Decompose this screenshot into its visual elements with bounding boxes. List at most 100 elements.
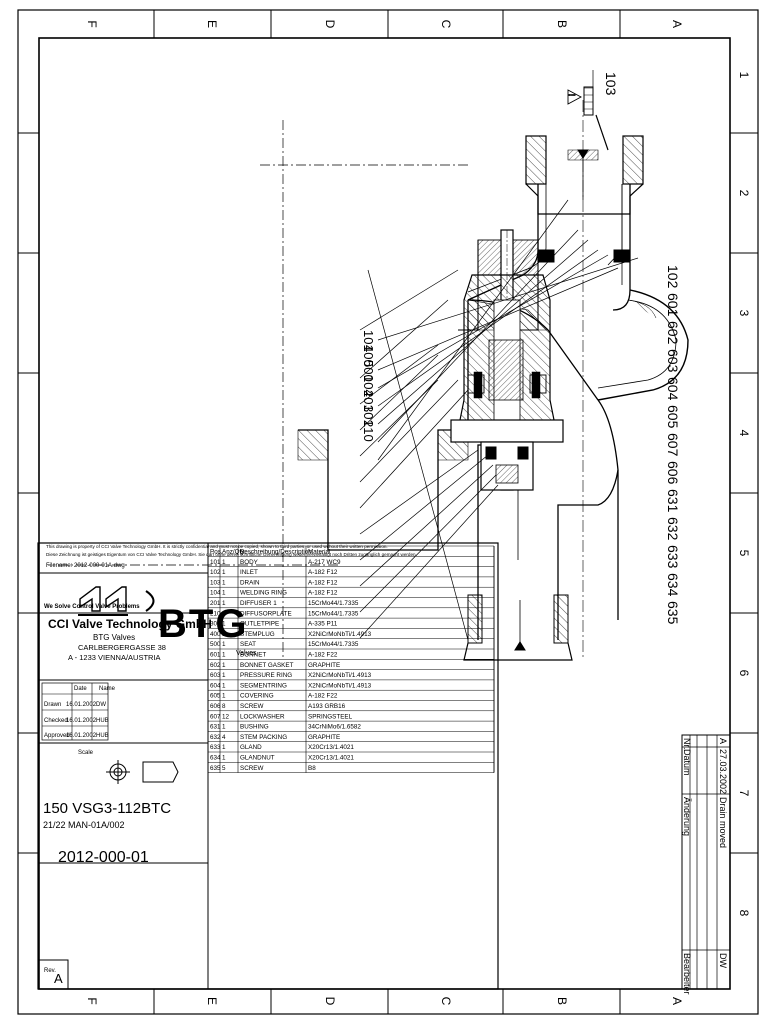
tagline: We Solve Control Valve Problems xyxy=(44,604,140,610)
zone-number: 6 xyxy=(737,670,751,677)
callout-605: 605 xyxy=(665,405,681,429)
parts-material: A-335 P11 xyxy=(308,621,338,628)
parts-material: A-182 F12 xyxy=(308,579,338,586)
zone-letter: F xyxy=(85,997,99,1004)
callout-604: 604 xyxy=(665,377,681,401)
callout-101: 101 xyxy=(361,330,376,352)
cci-logo xyxy=(78,586,155,616)
parts-pos: 635 xyxy=(210,765,221,772)
company-name: CCI Valve Technology GmbH xyxy=(48,617,212,631)
parts-material: X2NiCrMoNbTi/1.4913 xyxy=(308,631,372,638)
parts-desc: SCREW xyxy=(240,703,263,710)
parts-qty: 1 xyxy=(222,755,226,762)
callout-210: 210 xyxy=(361,420,376,442)
row-date: 16.01.2002 xyxy=(66,702,97,708)
callout-607: 607 xyxy=(665,433,681,457)
svg-text:!: ! xyxy=(567,94,576,96)
parts-desc: BONNET GASKET xyxy=(240,662,294,669)
revision-row-change: Drain moved xyxy=(718,797,728,848)
callout-301: 301 xyxy=(361,405,376,427)
zone-letter: A xyxy=(670,997,684,1005)
parts-desc: BODY xyxy=(240,559,259,566)
row-name: DW xyxy=(96,702,106,708)
parts-pos: 605 xyxy=(210,693,221,700)
parts-desc: BONNET xyxy=(240,652,266,659)
parts-qty: 1 xyxy=(222,744,226,751)
parts-pos: 104 xyxy=(210,590,221,597)
parts-desc: SCREW xyxy=(240,765,263,772)
revision-table: A 27.03.2002 Drain moved DW Nr. Datum Än… xyxy=(681,734,731,995)
frame-zone-labels: 1 2 3 4 5 6 7 8 A B C D E F A B C D E F xyxy=(85,20,751,1006)
row-label: Checked xyxy=(44,718,68,724)
parts-material: 15CrMo44/1.7335 xyxy=(308,600,359,607)
callout-602: 602 xyxy=(665,321,681,345)
parts-material: B8 xyxy=(308,765,316,772)
parts-qty: 1 xyxy=(222,579,226,586)
parts-material: X2NiCrMoNbTi/1.4913 xyxy=(308,672,372,679)
parts-qty: 1 xyxy=(222,641,226,648)
revision-row-date: 27.03.2002 xyxy=(718,749,728,794)
rev-letter: A xyxy=(54,971,63,986)
parts-pos: 103 xyxy=(210,579,221,586)
callout-635: 635 xyxy=(665,601,681,625)
callout-labels: 103 101 400 500 104 201 301 210 102 601 … xyxy=(361,72,681,625)
parts-qty: 4 xyxy=(222,734,226,741)
zone-number: 7 xyxy=(737,790,751,797)
scale-label: Scale xyxy=(78,750,94,756)
parts-material: GRAPHITE xyxy=(308,662,340,669)
parts-material: X20Cr13/1.4021 xyxy=(308,755,354,762)
approval-grid: Date Name Drawn 16.01.2002 DW Checked 16… xyxy=(41,682,116,741)
parts-material: X20Cr13/1.4021 xyxy=(308,744,354,751)
parts-qty: 1 xyxy=(222,693,226,700)
drawing-title: 150 VSG3-112BTC xyxy=(43,800,171,817)
parts-pos: 602 xyxy=(210,662,221,669)
parts-pos: 400 xyxy=(210,631,221,638)
zone-letter: C xyxy=(439,20,453,29)
drawing-subtitle: 21/22 MAN-01A/002 xyxy=(43,820,125,830)
revision-header-change: Änderung xyxy=(682,797,692,836)
parts-material: 34CrNiMo6/1.6582 xyxy=(308,724,361,731)
parts-pos: 500 xyxy=(210,641,221,648)
revision-row-nr: A xyxy=(718,738,728,744)
parts-desc: SEGMENTRING xyxy=(240,682,287,689)
parts-material: A-182 F22 xyxy=(308,652,338,659)
zone-letter: B xyxy=(555,997,569,1005)
parts-material: GRAPHITE xyxy=(308,734,340,741)
zone-number: 2 xyxy=(737,190,751,197)
parts-qty: 5 xyxy=(222,765,226,772)
callout-601: 601 xyxy=(665,293,681,317)
parts-qty: 1 xyxy=(222,672,226,679)
revision-header-by: Bearbeiter xyxy=(682,953,692,995)
zone-letter: D xyxy=(323,997,337,1006)
btg-logo: BTG Valves xyxy=(158,602,257,657)
row-date: 16.01.2002 xyxy=(66,733,97,739)
parts-pos: 607 xyxy=(210,713,221,720)
callout-631: 631 xyxy=(665,489,681,513)
city: A - 1233 VIENNA/AUSTRIA xyxy=(68,653,161,662)
parts-header-qty: Anz/Qty. xyxy=(222,549,246,556)
parts-desc: SEAT xyxy=(240,641,256,648)
zone-number: 5 xyxy=(737,550,751,557)
drawing-number: 2012-000-01 xyxy=(58,849,149,866)
parts-pos: 603 xyxy=(210,672,221,679)
col-name: Name xyxy=(99,686,116,692)
parts-qty: 1 xyxy=(222,662,226,669)
parts-pos: 606 xyxy=(210,703,221,710)
parts-desc: OUTLETPIPE xyxy=(240,621,279,628)
parts-desc: GLANDNUT xyxy=(240,755,275,762)
row-name: HUB xyxy=(96,718,109,724)
callout-603: 603 xyxy=(665,349,681,373)
parts-qty: 12 xyxy=(222,713,230,720)
parts-pos: 601 xyxy=(210,652,221,659)
parts-desc: STEM PACKING xyxy=(240,734,287,741)
parts-qty: 1 xyxy=(222,682,226,689)
parts-pos: 301 xyxy=(210,621,221,628)
parts-header-desc: Beschreibung/Description xyxy=(240,549,312,556)
callout-103: 103 xyxy=(603,72,619,96)
zone-letter: E xyxy=(205,20,219,28)
parts-header-material: Material xyxy=(308,549,330,556)
callout-400: 400 xyxy=(361,345,376,367)
parts-material: A193 GRB16 xyxy=(308,703,346,710)
parts-pos: 201 xyxy=(210,600,221,607)
